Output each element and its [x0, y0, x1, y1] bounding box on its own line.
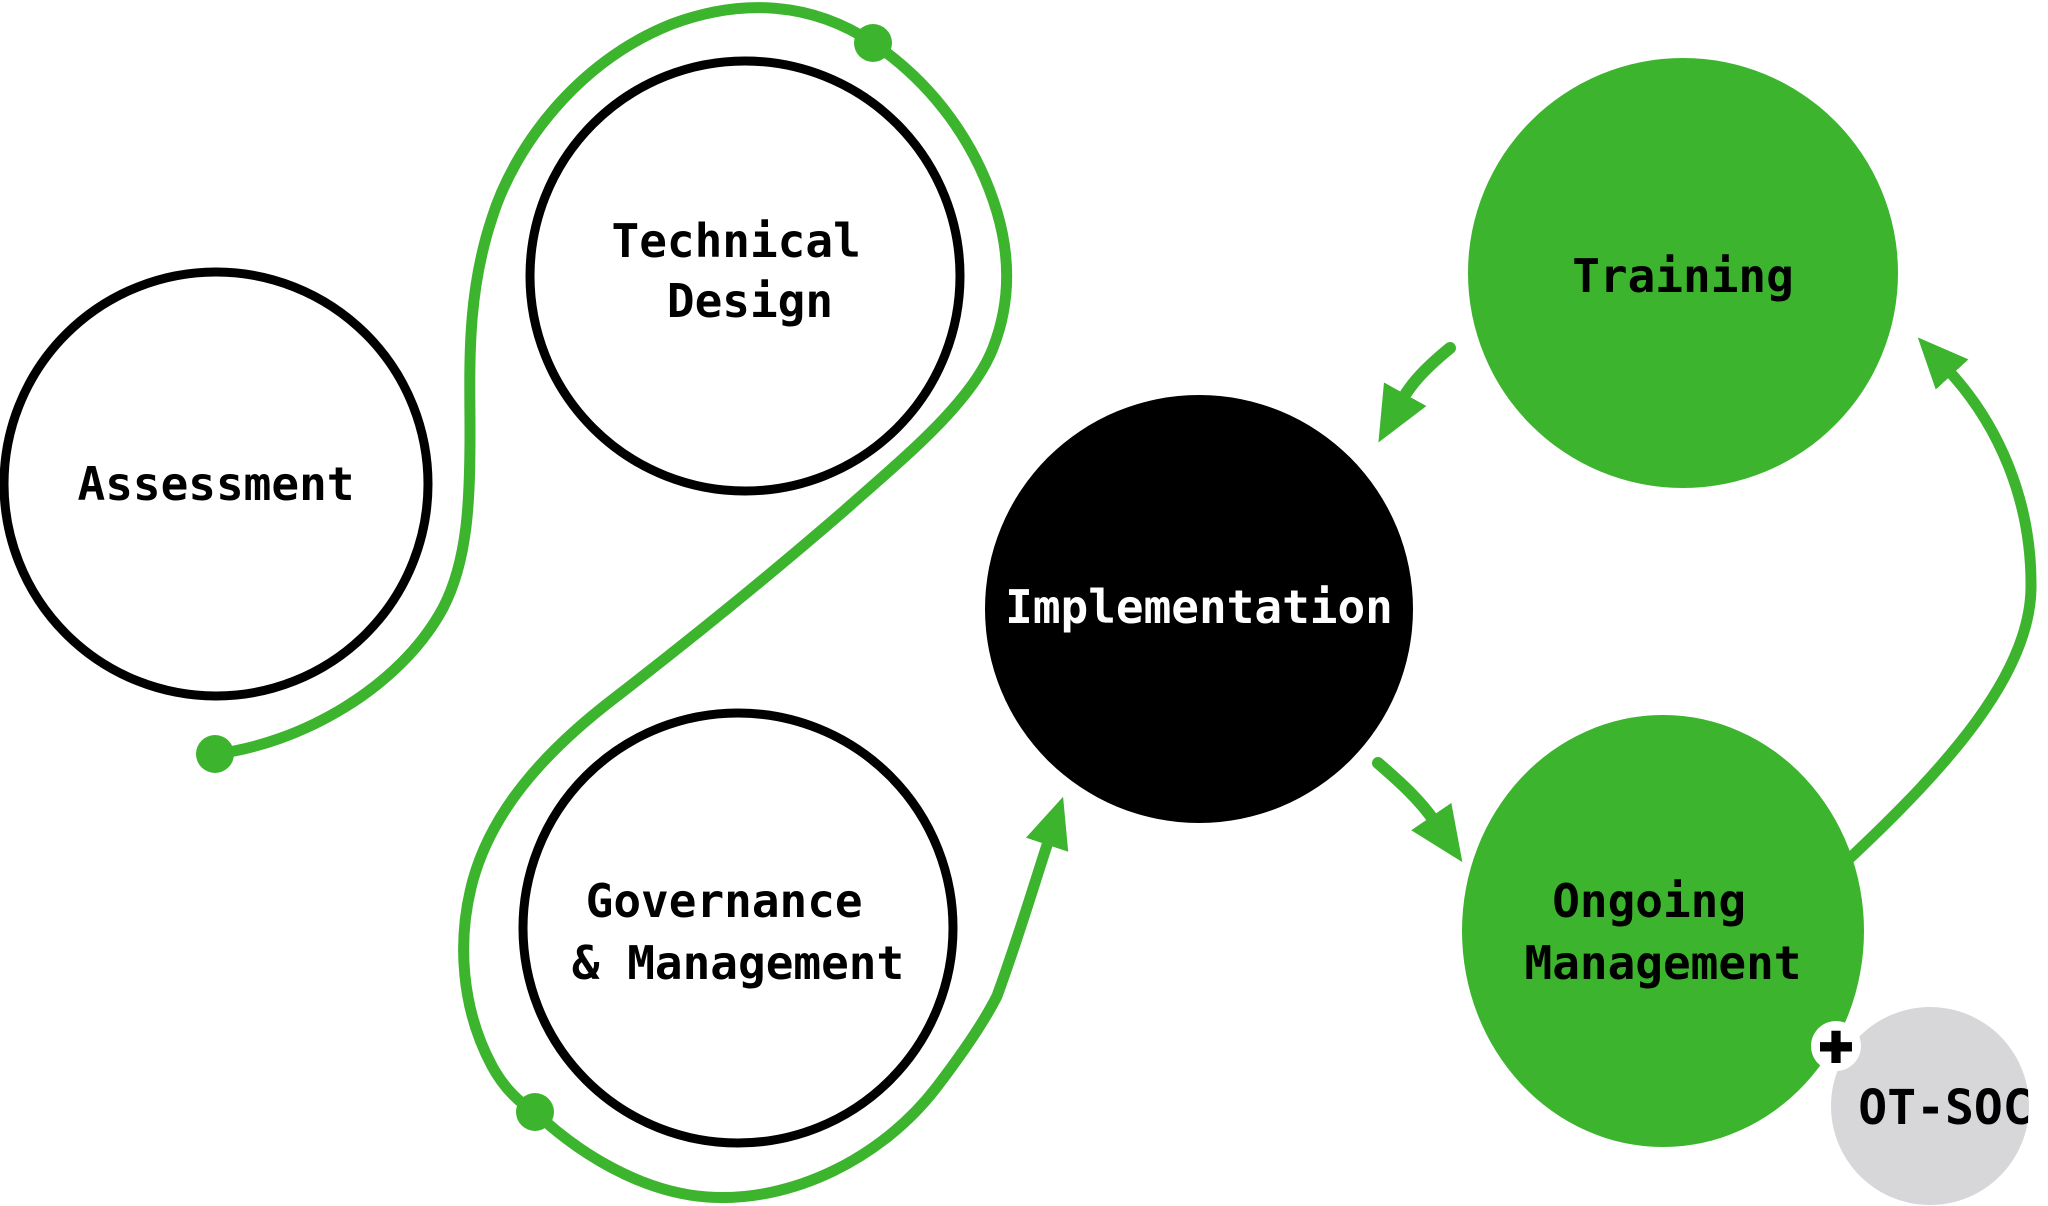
implementation-label-line1: Implementation — [1005, 580, 1393, 634]
ot-soc-label: OT-SOC — [1858, 1080, 2031, 1136]
plus-badge: + — [1811, 1013, 1861, 1079]
arrow-implementation-to-ongoing — [1372, 757, 1463, 863]
ongoing-management-label-line1: Ongoing — [1552, 874, 1746, 928]
arrow-training-to-implementation — [1378, 342, 1456, 443]
implementation-label: Implementation — [1005, 580, 1393, 634]
node-assessment: Assessment — [0, 267, 433, 701]
flow-start-dot — [196, 735, 234, 773]
assessment-circle — [0, 267, 433, 701]
assessment-label-line1: Assessment — [78, 457, 355, 511]
training-label-line1: Training — [1572, 249, 1794, 303]
technical-design-circle — [525, 56, 965, 496]
training-circle — [1468, 58, 1898, 488]
flow-s-curve — [196, 2, 1069, 1204]
ongoing-management-label-line2: Management — [1525, 936, 1802, 990]
node-governance-management: Governance & Management — [518, 708, 958, 1148]
governance-management-label-line2: & Management — [572, 936, 904, 990]
flow-mid-dot-governance — [516, 1093, 554, 1131]
technical-design-label: Technical Design — [612, 214, 889, 328]
ot-soc-circle — [1831, 1007, 2029, 1205]
implementation-circle — [985, 395, 1413, 823]
node-ongoing-management: Ongoing Management — [1462, 715, 1864, 1147]
governance-management-label: Governance & Management — [572, 874, 904, 990]
ongoing-management-label: Ongoing Management — [1525, 874, 1802, 990]
technical-design-label-line2: Design — [667, 274, 833, 328]
training-label: Training — [1572, 249, 1794, 303]
assessment-label: Assessment — [78, 457, 355, 511]
ongoing-management-circle — [1462, 715, 1864, 1147]
governance-management-label-line1: Governance — [586, 874, 863, 928]
node-technical-design: Technical Design — [525, 56, 965, 496]
arrow-ongoing-to-training — [1844, 337, 2037, 864]
node-training: Training — [1468, 58, 1898, 488]
node-ot-soc: OT-SOC — [1831, 1007, 2032, 1205]
ot-soc-label-line1: OT-SOC — [1858, 1080, 2031, 1136]
plus-icon: + — [1820, 1014, 1853, 1077]
plus-badge-circle — [1811, 1021, 1861, 1071]
flow-mid-dot-technical-design — [854, 24, 892, 62]
technical-design-label-line1: Technical — [612, 214, 861, 268]
flow-s-curve-path — [209, 2, 1069, 1204]
node-implementation: Implementation — [985, 395, 1413, 823]
governance-management-circle — [518, 708, 958, 1148]
